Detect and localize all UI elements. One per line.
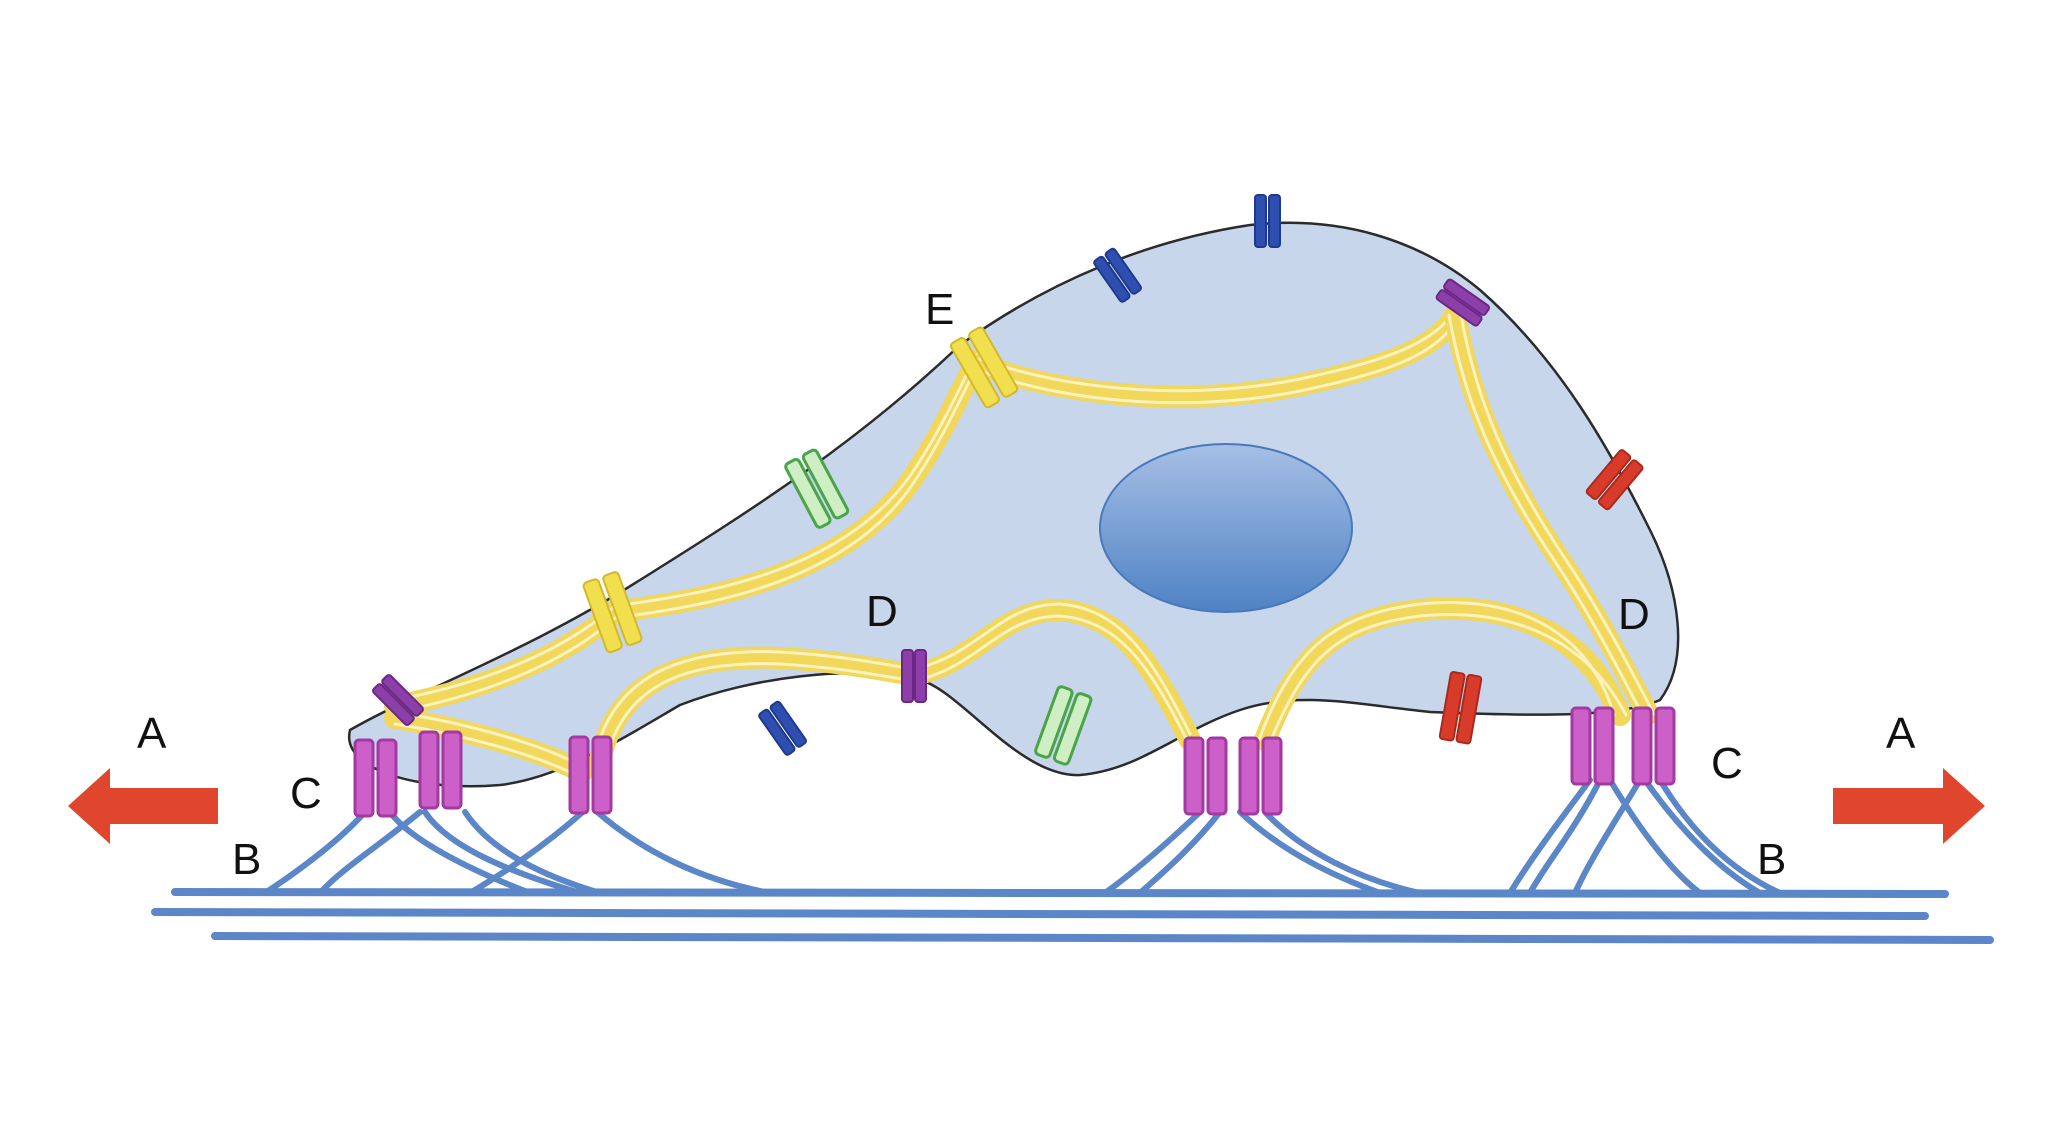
ecm-tethers — [262, 777, 1783, 896]
arrow-left — [68, 768, 218, 844]
ecm-fiber-bottom — [211, 932, 1994, 944]
fiber-bundle-top — [969, 299, 1469, 408]
integrin-left-3 — [568, 735, 613, 815]
ecm-fiber-top — [171, 888, 1949, 898]
receptor-green-upper — [784, 448, 850, 529]
label-a-right: A — [1886, 709, 1916, 758]
receptor-purple-left — [372, 674, 424, 726]
receptor-blue-lower — [758, 700, 807, 756]
fiber-bundle-right-arch — [1254, 597, 1631, 751]
integrin-left-1 — [353, 738, 398, 818]
integrin-right-1 — [1570, 706, 1615, 786]
label-c-left: C — [290, 769, 322, 818]
nucleus — [1099, 443, 1353, 613]
receptor-green-lower — [1034, 685, 1093, 766]
label-b-right: B — [1757, 835, 1787, 884]
receptor-red-right — [1585, 449, 1644, 511]
integrins — [353, 706, 1676, 818]
fiber-bundle-upper-left — [384, 349, 989, 717]
ecm-fibers — [151, 888, 1994, 944]
fiber-bundle-right-diagonal — [1444, 304, 1659, 725]
label-d-right: D — [1618, 590, 1650, 639]
ecm-fiber-middle — [151, 908, 1929, 920]
label-c-right: C — [1711, 739, 1743, 788]
integrin-right-2 — [1631, 706, 1676, 786]
fiber-bundle-lower-left — [384, 707, 593, 783]
integrin-middle-2 — [1238, 736, 1283, 816]
receptor-purple-top-right — [1435, 278, 1491, 327]
membrane-receptors — [372, 194, 1644, 766]
receptor-blue-top — [1254, 194, 1281, 248]
arrow-right — [1833, 768, 1985, 844]
label-a-left: A — [137, 709, 167, 758]
integrin-middle-1 — [1183, 736, 1228, 816]
receptor-blue-upper — [1093, 247, 1142, 303]
label-b-left: B — [232, 835, 262, 884]
receptor-yellow-e — [950, 326, 1019, 409]
receptor-purple-d — [901, 649, 927, 703]
receptor-red-lower — [1438, 671, 1483, 745]
integrin-left-2 — [418, 730, 463, 810]
receptor-yellow-left — [582, 571, 643, 654]
label-e-top: E — [925, 285, 955, 334]
label-d-center: D — [866, 587, 898, 636]
